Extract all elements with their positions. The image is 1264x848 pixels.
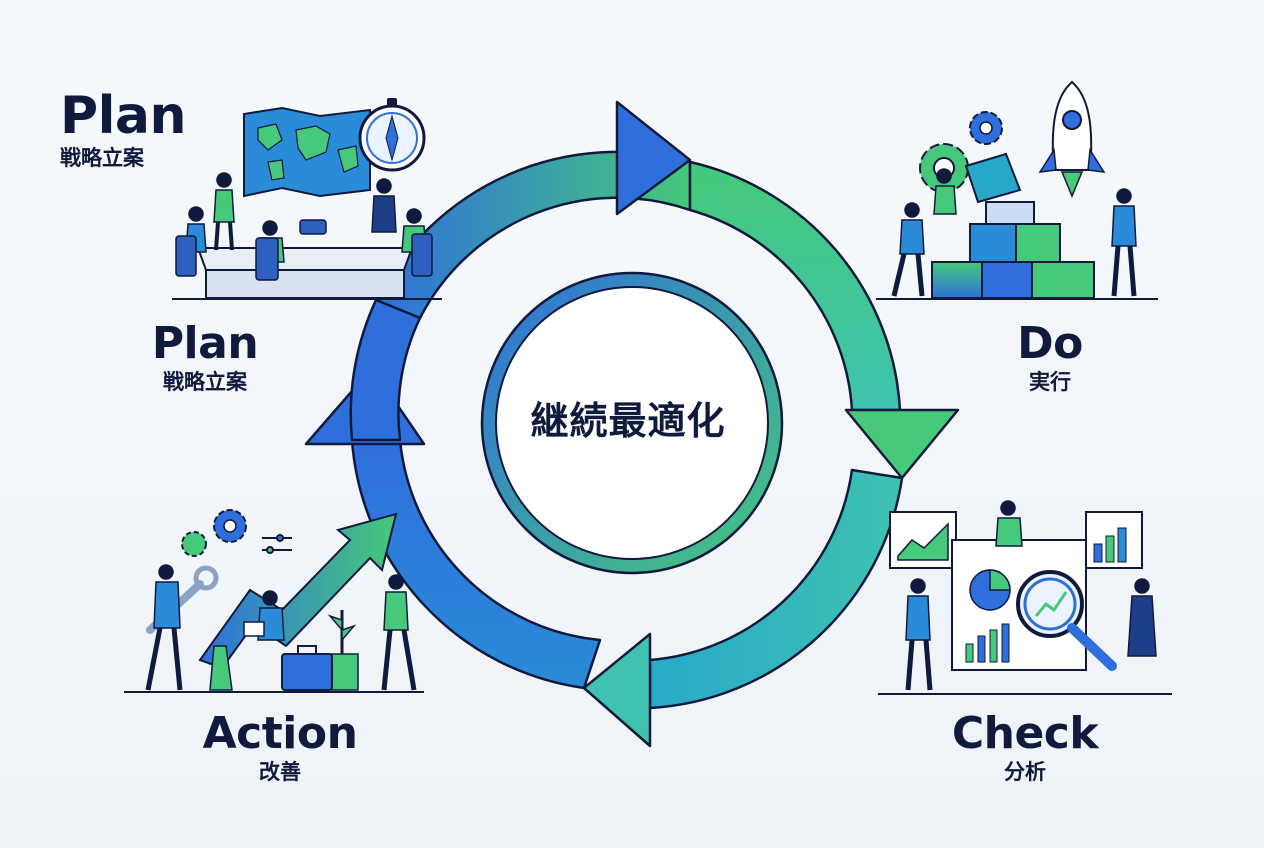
action-illustration — [124, 509, 424, 693]
arc-left-upper — [349, 298, 422, 442]
sliders-icon — [262, 534, 292, 554]
magnifier-icon — [1016, 570, 1117, 671]
do-subtitle: 実行 — [1029, 370, 1071, 394]
arrow-head-bottom — [582, 632, 652, 748]
rocket-icon — [1038, 80, 1106, 198]
world-map-icon — [243, 106, 371, 198]
do-title: Do — [1017, 318, 1083, 369]
action-label: Action 改善 — [190, 712, 370, 785]
action-subtitle: 改善 — [259, 760, 301, 784]
compass-icon — [358, 98, 426, 172]
chairs — [175, 219, 433, 281]
check-title: Check — [951, 708, 1099, 759]
arrow-head-top — [615, 100, 692, 216]
arrow-head-right — [844, 408, 960, 480]
check-subtitle: 分析 — [1004, 760, 1046, 784]
plan-top-label: Plan 戦略立案 — [60, 86, 187, 171]
plan-label: Plan 戦略立案 — [130, 322, 280, 395]
check-people — [905, 500, 1157, 691]
gear-icon — [919, 111, 1003, 193]
plan-top-title: Plan — [60, 86, 187, 146]
check-illustration — [878, 500, 1172, 695]
boxes-icon — [931, 152, 1095, 299]
plan-subtitle: 戦略立案 — [163, 370, 247, 394]
gear-icon — [181, 509, 247, 557]
do-illustration — [876, 80, 1158, 300]
action-people — [145, 564, 417, 691]
check-label: Check 分析 — [940, 712, 1110, 785]
plan-top-subtitle: 戦略立案 — [60, 146, 144, 170]
pie-chart-icon — [969, 569, 1011, 611]
do-people — [891, 168, 1137, 297]
do-label: Do 実行 — [1000, 322, 1100, 395]
cycle-ring — [304, 100, 960, 748]
meeting-table — [196, 247, 414, 271]
check-bars — [965, 623, 1010, 663]
plan-illustration — [172, 98, 442, 300]
center-title: 継続最適化 — [530, 399, 726, 443]
action-title: Action — [202, 708, 358, 759]
line-chart-icon — [889, 511, 957, 569]
briefcase-icon — [281, 645, 333, 691]
center-hub — [480, 271, 784, 575]
plan-title: Plan — [151, 318, 259, 369]
bar-chart-icon — [1085, 511, 1143, 569]
